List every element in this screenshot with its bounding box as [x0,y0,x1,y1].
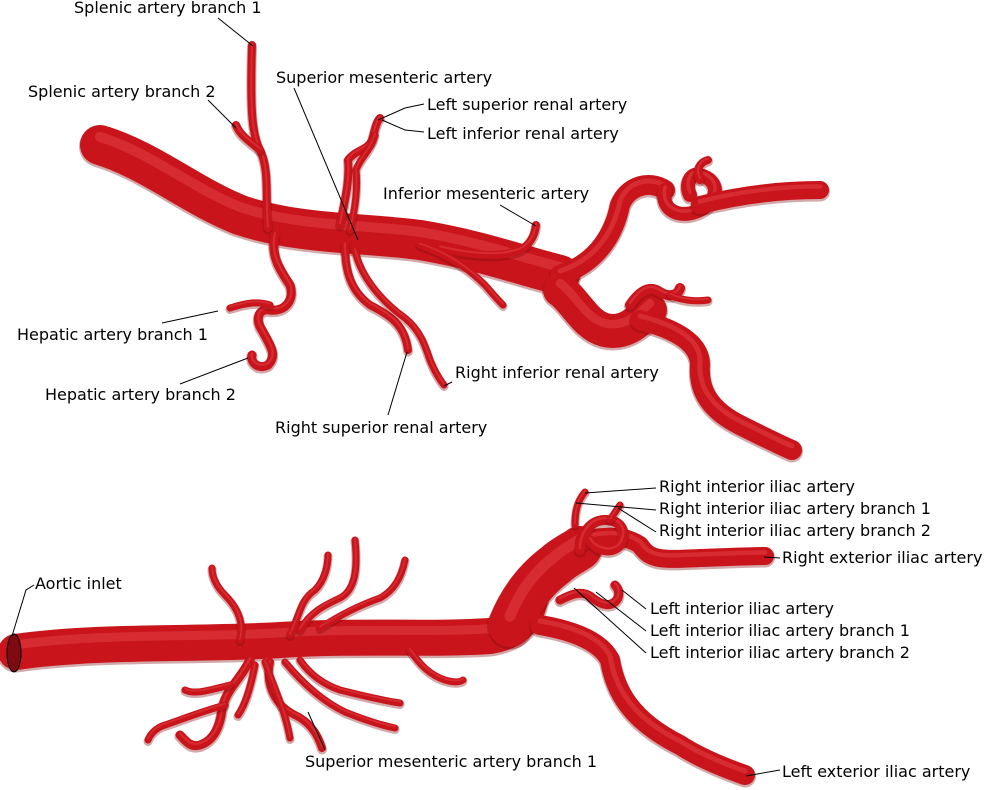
hepatic-vessel [247,230,296,372]
splenic-branch-2-vessel [232,121,264,154]
label-splenic-branch-2: Splenic artery branch 2 [28,82,216,101]
top-vessel-model [79,41,830,463]
label-left-interior-iliac-artery: Left interior iliac artery [650,599,834,618]
leader-sup-mesenteric-b1 [307,711,326,751]
leader-splenic-2 [207,99,237,129]
label-hepatic-artery-branch-2: Hepatic artery branch 2 [45,385,236,404]
leader-right-inf-renal [443,381,453,387]
lower-branch-i [261,658,294,742]
left-ext-iliac-top [691,181,829,214]
label-left-exterior-iliac-artery: Left exterior iliac artery [782,762,970,781]
leader-left-ext-iliac [745,769,781,777]
leader-right-int-iliac [584,487,657,494]
right-int-iliac-bottom [575,515,629,556]
left-renal-vessel [346,131,379,234]
left-iliac-top [550,175,675,285]
lower-branch-b [181,681,234,696]
right-int-iliac-b1-bottom [571,488,589,529]
bottom-vessel-model [0,488,775,788]
lower-branch-g [296,656,404,707]
label-left-interior-iliac-artery-branch-2: Left interior iliac artery branch 2 [650,643,910,662]
label-right-interior-iliac-artery-branch-2: Right interior iliac artery branch 2 [659,521,931,540]
leader-aortic-inlet [11,584,35,637]
iliac-bifurcation-bottom [488,526,602,647]
leader-inf-mesenteric [499,204,537,227]
leader-splenic-1 [217,17,254,47]
bottom-labels: Aortic inlet Right interior iliac artery… [35,477,982,781]
label-superior-mesenteric-artery-branch-1: Superior mesenteric artery branch 1 [305,752,597,771]
upper-branch-4 [316,556,409,632]
lower-branch-e [281,658,399,732]
leader-left-int-iliac [621,589,647,610]
leader-right-ext-iliac [763,556,781,559]
right-iliac-top [630,310,802,460]
label-left-inferior-renal-artery: Left inferior renal artery [427,124,619,143]
lower-branch-c [144,701,229,744]
inf-mesenteric-vessel [436,221,540,259]
leader-left-int-iliac-b2 [573,587,647,654]
left-int-iliac-bottom [555,580,624,609]
right-ext-iliac-bottom [576,527,774,568]
right-int-iliac-b-top [666,291,712,305]
leader-hepatic-2 [179,357,249,385]
top-leader-lines [161,17,537,416]
leader-right-int-iliac-b1 [575,502,657,511]
bottom-leader-lines [11,487,781,777]
upper-branch-2 [286,551,332,639]
label-splenic-branch-1: Splenic artery branch 1 [74,0,262,17]
label-aortic-inlet: Aortic inlet [35,574,122,593]
left-int-iliac-top [694,156,712,184]
label-right-superior-renal-artery: Right superior renal artery [275,418,487,437]
leader-sup-mesenteric [293,87,359,241]
label-inferior-mesenteric-artery: Inferior mesenteric artery [383,184,589,203]
leader-hepatic-1 [161,310,219,324]
lower-branch-h [406,646,467,686]
left-ext-iliac-bottom [530,615,755,785]
label-right-interior-iliac-artery: Right interior iliac artery [659,477,855,496]
upper-branch-1 [208,564,245,644]
sup-mesenteric-vessel [336,114,384,229]
right-sup-renal-vessel [341,241,412,354]
label-hepatic-artery-branch-1: Hepatic artery branch 1 [17,325,208,344]
label-left-interior-iliac-artery-branch-1: Left interior iliac artery branch 1 [650,621,910,640]
leader-right-sup-renal [387,351,408,416]
upper-branch-3 [296,536,360,634]
top-labels: Splenic artery branch 1 Splenic artery b… [17,0,659,437]
label-superior-mesenteric-artery: Superior mesenteric artery [276,68,492,87]
lower-branch-f [234,661,259,719]
aortic-inlet-opening [6,633,22,673]
lower-branch-vessel [416,241,507,309]
leader-left-sup-renal [377,103,425,121]
leader-left-int-iliac-b1 [595,591,647,632]
label-right-exterior-iliac-artery: Right exterior iliac artery [782,548,982,567]
label-right-inferior-renal-artery: Right inferior renal artery [455,363,659,382]
label-left-superior-renal-artery: Left superior renal artery [427,95,627,114]
leader-right-int-iliac-b2 [617,507,657,533]
right-int-iliac-top [625,283,685,310]
hepatic-branch-1-vessel [226,299,274,312]
leader-left-inf-renal [381,119,425,133]
label-right-interior-iliac-artery-branch-1: Right interior iliac artery branch 1 [659,499,931,518]
right-int-iliac-b2-bottom [606,501,624,524]
right-inf-renal-vessel [351,246,448,389]
